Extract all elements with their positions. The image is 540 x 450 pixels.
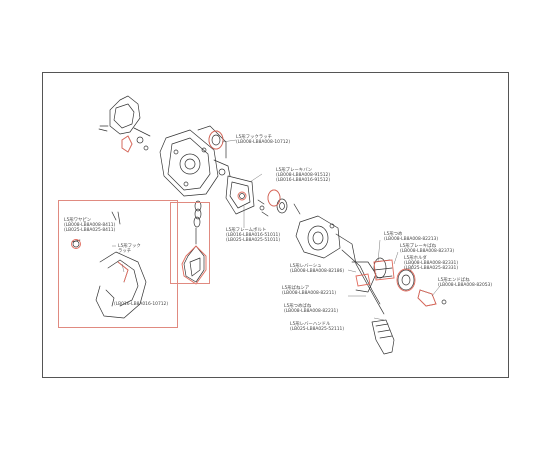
chain-inset-frame: [170, 202, 210, 284]
end-spring-highlight: [417, 289, 437, 307]
diagram-frame: [42, 72, 509, 378]
leader-lines: [112, 139, 441, 321]
brake-spring-label: L5形ブレーキばね (LB008-LB8A008-82373): [400, 244, 455, 255]
holder-highlight: [396, 268, 416, 292]
frame-bolt-highlight: [237, 191, 247, 201]
chain-links: [183, 200, 205, 283]
main-body: [159, 125, 269, 217]
disc-highlight: [267, 189, 281, 207]
hook-latch-label: L5形フック ラッチ: [118, 244, 141, 255]
lever-spring-label: L5形レバーシュ (LB008-LB8A008-82186): [290, 264, 345, 275]
pin-highlight: [71, 239, 81, 249]
lever-spring-highlight: [355, 273, 371, 287]
highlighted-parts: [71, 130, 437, 307]
brake-discs: [267, 189, 301, 215]
chain-hook-highlight: [181, 245, 207, 285]
lever-handle-label: L5形レバーハンドル (LB025-LB8A025-52111): [290, 322, 345, 333]
right-assembly: [295, 215, 447, 315]
ratchet-spring-label: L5形ばねシア (LB008-LB8A008-82211): [282, 286, 337, 297]
frame-bolt-label: L5形フレームボルト (LB016-LB8A016-51011) (LB025-…: [226, 228, 281, 244]
end-spring-label: L5形エンドばね (LB008-LB8A008-82053): [438, 278, 493, 289]
pawl-spring-label: L5形つめばね (LB008-LB8A008-82231): [284, 304, 339, 315]
lever-handle: [371, 319, 395, 355]
spring-highlight: [373, 259, 395, 281]
hook-inset-frame: [58, 200, 178, 328]
holder-label: L5形ホルダ (LB008-LB8A008-82331) (LB025-LB8A…: [404, 256, 459, 272]
hook-latch-code: (LB016-LB8A016-10712): [114, 302, 169, 307]
latch-highlight: [121, 135, 133, 153]
brake-label: L5形ブレーキバン (LB008-LB8A008-91512) (LB016-L…: [276, 168, 331, 184]
brake-highlight: [208, 130, 224, 150]
pawl-top-label: L5形つめ (LB008-LB8A008-82213): [384, 232, 439, 243]
pin-label: L5形ワヤピン (LB008-LB8A008-8411) (LB025-LB8A…: [64, 218, 116, 234]
top-hook-assembly: [98, 95, 151, 153]
latch-top-label: L5形フックラッチ (LB008-LB8A008-10712): [236, 135, 291, 146]
hook-latch-highlight: [117, 261, 129, 283]
